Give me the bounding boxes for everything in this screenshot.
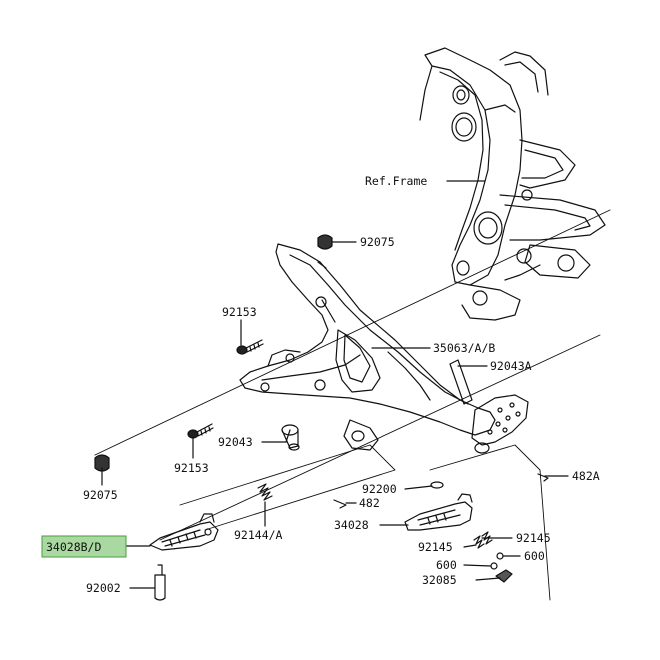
damper-92075-top-drawing <box>317 234 333 250</box>
axis-line-lower <box>159 334 601 541</box>
pin-92043A-drawing <box>449 359 473 405</box>
bolt-92153-lower-drawing <box>187 423 214 439</box>
ref-frame-drawing <box>419 47 606 321</box>
assembly-box-left <box>179 444 396 531</box>
callout-ref-frame: Ref.Frame <box>365 174 427 188</box>
callout-92075-bottom: 92075 <box>83 488 118 502</box>
spring-92144A-drawing <box>257 483 273 501</box>
clip-482A-drawing <box>537 473 549 482</box>
leader-92043-b <box>285 429 291 443</box>
callout-92144A: 92144/A <box>234 528 283 542</box>
ball-600-a <box>496 552 504 560</box>
bolt-32085-drawing <box>495 569 513 583</box>
footrest-bracket-drawing <box>239 243 529 454</box>
callout-600-left: 600 <box>436 558 457 572</box>
footpeg-left-drawing <box>149 513 219 551</box>
callout-92153-top: 92153 <box>222 305 257 319</box>
callout-92002: 92002 <box>86 581 121 595</box>
clip-482-drawing <box>333 499 347 509</box>
leader-92200 <box>404 485 433 490</box>
callout-482A: 482A <box>572 469 600 483</box>
pin-92002-drawing <box>154 564 166 601</box>
callout-92075-top: 92075 <box>360 235 395 249</box>
footpeg-right-drawing <box>404 493 473 531</box>
assembly-box-right <box>429 444 551 601</box>
washer-92200-drawing <box>430 481 444 489</box>
callout-92043: 92043 <box>218 435 253 449</box>
callout-92200: 92200 <box>362 482 397 496</box>
leader-92145-left <box>463 544 477 548</box>
callout-35063: 35063/A/B <box>433 341 495 355</box>
callout-34028BD: 34028B/D <box>46 540 101 554</box>
callout-92153-bottom: 92153 <box>174 461 209 475</box>
callout-34028: 34028 <box>334 518 369 532</box>
callout-600-right: 600 <box>524 549 545 563</box>
callout-92145-left: 92145 <box>418 540 453 554</box>
bolt-92153-upper-drawing <box>236 339 264 355</box>
spring-92145-drawing <box>473 531 493 549</box>
damper-92075-bottom-drawing <box>94 454 110 472</box>
axis-line-upper <box>94 209 611 456</box>
highlight-box-34028BD <box>41 535 127 558</box>
callout-482: 482 <box>359 496 380 510</box>
leader-32085 <box>475 577 501 581</box>
callout-92043A: 92043A <box>490 359 532 373</box>
ball-600-b <box>490 562 498 570</box>
pin-92043-drawing <box>281 424 300 451</box>
callout-32085: 32085 <box>422 573 457 587</box>
callout-92145-right: 92145 <box>516 531 551 545</box>
leader-600-left <box>463 564 492 567</box>
